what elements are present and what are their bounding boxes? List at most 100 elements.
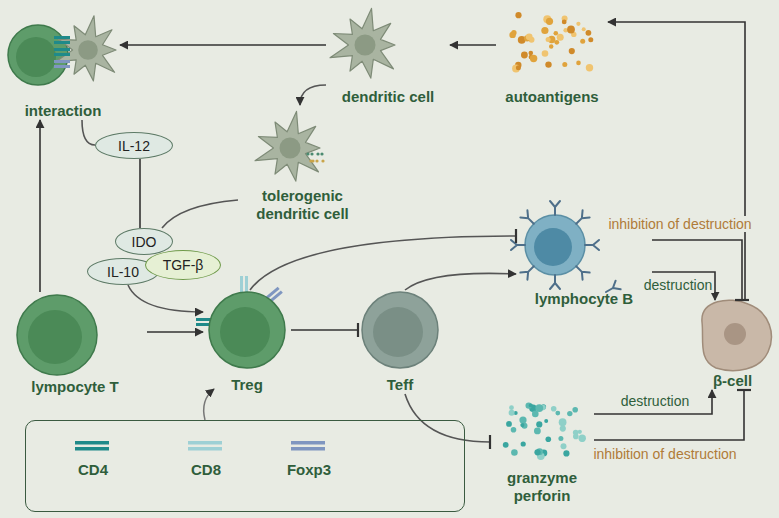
cell-label: lymphocyte B bbox=[516, 290, 652, 308]
receptor bbox=[54, 60, 70, 68]
granzyme-dot bbox=[572, 407, 578, 413]
antibody bbox=[585, 240, 599, 250]
granzyme-dot bbox=[503, 442, 509, 448]
leader-line bbox=[204, 389, 214, 420]
beta-cell bbox=[702, 300, 771, 370]
granzyme-dot bbox=[573, 434, 579, 440]
secreted-dot bbox=[321, 159, 324, 162]
legend-label: CD8 bbox=[171, 461, 241, 478]
cell-label: interaction bbox=[6, 102, 120, 120]
arrow-connector bbox=[405, 273, 516, 290]
cell-node: Treg bbox=[203, 290, 291, 394]
antigen-dot bbox=[582, 27, 586, 31]
treg-cell bbox=[209, 292, 285, 368]
molecule-node: granzyme perforin bbox=[490, 398, 594, 505]
granzyme-dot bbox=[578, 430, 582, 434]
link-line bbox=[162, 200, 238, 228]
antigen-dot bbox=[542, 50, 549, 57]
antigen-dot bbox=[546, 18, 553, 25]
inhibition-connector bbox=[250, 236, 516, 290]
granzyme-dot bbox=[509, 405, 514, 410]
cell-label: β-cell bbox=[688, 372, 777, 390]
cell-label: Teff bbox=[358, 376, 442, 394]
link-line bbox=[82, 120, 95, 145]
cell-label: lympocyte T bbox=[3, 378, 147, 396]
granzyme-dot bbox=[534, 428, 541, 435]
receptor bbox=[54, 48, 70, 56]
antibody bbox=[573, 263, 590, 280]
nucleus bbox=[355, 35, 376, 56]
antigen-dot bbox=[546, 37, 551, 42]
antigen-dot bbox=[526, 33, 533, 40]
granzyme-dot bbox=[546, 436, 552, 442]
cytokine-oval: TGF-β bbox=[145, 250, 221, 280]
granzyme-dot bbox=[544, 419, 548, 423]
cell-node: β-cell bbox=[688, 300, 777, 390]
inhibition-connector bbox=[405, 394, 490, 442]
antigen-dot bbox=[576, 61, 581, 66]
antigen-dot bbox=[549, 44, 553, 48]
edge-label: destruction bbox=[642, 277, 714, 293]
antibody bbox=[550, 275, 560, 289]
receptor bbox=[54, 36, 70, 44]
granzyme-dot bbox=[536, 421, 542, 427]
arrow-connector bbox=[608, 22, 745, 300]
receptor-sample bbox=[289, 439, 329, 453]
granzyme-dot bbox=[521, 441, 526, 446]
granzyme-dot bbox=[559, 418, 567, 426]
granzyme-dot bbox=[567, 411, 572, 416]
cytokine-oval: IL-12 bbox=[95, 132, 173, 159]
cytokine-label: IL-12 bbox=[118, 138, 150, 154]
teff-cell bbox=[362, 292, 438, 368]
cytokine-label: IDO bbox=[132, 234, 157, 250]
secreted-dot bbox=[320, 152, 323, 155]
arrow-connector bbox=[128, 285, 203, 312]
nucleus bbox=[28, 310, 82, 364]
cell-node: dendritic cell bbox=[326, 8, 450, 106]
legend-item: Foxp3 bbox=[274, 439, 344, 478]
antigen-dot bbox=[567, 26, 575, 34]
secreted-dot bbox=[309, 159, 312, 162]
nucleus bbox=[280, 138, 301, 159]
cell-label: granzyme perforin bbox=[490, 469, 594, 505]
granzyme-dot bbox=[526, 402, 532, 408]
nucleus bbox=[78, 40, 98, 60]
receptor-sample bbox=[186, 439, 226, 453]
granzyme-dot bbox=[555, 411, 560, 416]
receptor bbox=[240, 276, 248, 292]
antigen-dot bbox=[588, 37, 593, 42]
antigen-dot bbox=[557, 34, 564, 41]
secreted-dot bbox=[315, 159, 318, 162]
edge-label: inhibition of destruction bbox=[606, 216, 753, 232]
granzyme-dot bbox=[511, 449, 518, 456]
cell-node: tolerogenic dendritic cell bbox=[238, 105, 367, 223]
arrow-connector bbox=[39, 120, 41, 292]
inhibition-connector bbox=[594, 390, 744, 440]
arrow-connector bbox=[594, 390, 712, 414]
inhibition-connector bbox=[291, 329, 358, 331]
granzyme-dot bbox=[506, 421, 512, 427]
nucleus bbox=[373, 307, 423, 357]
nucleus bbox=[220, 307, 270, 357]
cell-group: interaction bbox=[6, 8, 120, 120]
cytokine-label: TGF-β bbox=[163, 257, 204, 273]
antigen-dot bbox=[530, 55, 537, 62]
granzyme-dot bbox=[534, 449, 540, 455]
arrow-connector bbox=[300, 85, 326, 105]
antigen-dot bbox=[562, 62, 567, 67]
edge-label: inhibition of destruction bbox=[591, 446, 738, 462]
granzyme-dot bbox=[520, 423, 524, 427]
cytokine-label: IL-10 bbox=[107, 264, 139, 280]
link-line bbox=[139, 159, 141, 228]
antibody bbox=[573, 210, 590, 227]
granzyme-dot bbox=[551, 406, 557, 412]
antigen-dot bbox=[580, 39, 585, 44]
receptor-sample bbox=[73, 439, 113, 453]
antigen-dot bbox=[554, 31, 559, 36]
legend-label: Foxp3 bbox=[274, 461, 344, 478]
arrow-connector bbox=[147, 331, 203, 333]
antigen-dot bbox=[586, 64, 593, 71]
antibody bbox=[511, 240, 525, 250]
legend-item: CD8 bbox=[171, 439, 241, 478]
antigen-dot bbox=[516, 65, 521, 70]
